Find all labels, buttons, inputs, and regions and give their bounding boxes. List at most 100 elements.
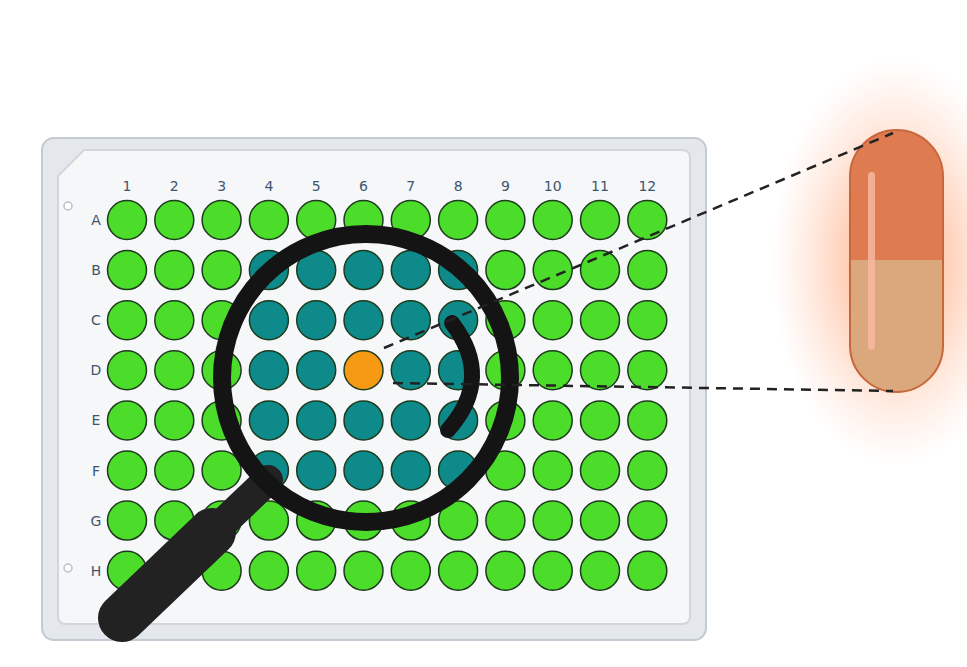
well [108,451,147,490]
well [533,301,572,340]
well [297,451,336,490]
row-letter: H [91,564,102,578]
magnifier-neck [205,480,268,540]
well [486,251,525,290]
well [628,501,667,540]
well [249,351,288,390]
column-number: 12 [638,179,656,193]
capsule-glow [771,57,967,467]
well [155,301,194,340]
well [155,201,194,240]
well [581,551,620,590]
well [249,301,288,340]
row-letter: D [91,363,102,377]
well [202,251,241,290]
column-number: 4 [264,179,273,193]
well [581,451,620,490]
well [533,451,572,490]
well [249,401,288,440]
zoom-line [384,133,893,348]
well [297,401,336,440]
row-letter: E [92,413,101,427]
column-number: 6 [359,179,368,193]
plate-body [42,138,706,640]
well [391,551,430,590]
column-number: 2 [170,179,179,193]
column-number: 8 [454,179,463,193]
well [581,501,620,540]
well [344,301,383,340]
well [581,201,620,240]
well [108,501,147,540]
lens-reflection [448,323,472,430]
well [249,201,288,240]
column-number: 1 [123,179,132,193]
well [628,201,667,240]
plate-notch [64,564,72,572]
plate-top [58,150,690,624]
well [486,501,525,540]
row-letter: F [92,464,100,478]
column-number: 10 [544,179,562,193]
plate-notch [64,202,72,210]
well [344,551,383,590]
row-letter: A [91,213,101,227]
capsule-bottom [850,260,943,392]
well [439,551,478,590]
well [581,401,620,440]
well [108,351,147,390]
well [533,551,572,590]
well [155,401,194,440]
magnifying-glass [122,234,510,618]
capsule-outline [850,130,943,392]
well [108,301,147,340]
well [628,251,667,290]
well [391,451,430,490]
well [581,351,620,390]
magnifier-ring [222,234,510,522]
well [297,551,336,590]
well [297,301,336,340]
well [628,401,667,440]
well [155,451,194,490]
column-number: 11 [591,179,609,193]
well [628,551,667,590]
well [108,201,147,240]
row-letter: C [91,313,101,327]
well [486,201,525,240]
row-letter: B [91,263,101,277]
well [628,451,667,490]
well [486,551,525,590]
well [344,351,383,390]
capsule [850,130,943,392]
well [155,251,194,290]
well [391,301,430,340]
column-number: 3 [217,179,226,193]
well [344,251,383,290]
well [391,401,430,440]
column-number: 9 [501,179,510,193]
well [202,201,241,240]
well [439,201,478,240]
well [533,351,572,390]
capsule-highlight [868,172,875,350]
zoom-line [393,383,893,391]
well [391,251,430,290]
column-number: 5 [312,179,321,193]
well [297,351,336,390]
well [155,351,194,390]
well [581,251,620,290]
well [533,501,572,540]
well [344,451,383,490]
well [581,301,620,340]
well [533,201,572,240]
well [249,551,288,590]
well [628,351,667,390]
well [533,251,572,290]
well [628,301,667,340]
well [108,251,147,290]
column-number: 7 [406,179,415,193]
row-letter: G [91,514,102,528]
